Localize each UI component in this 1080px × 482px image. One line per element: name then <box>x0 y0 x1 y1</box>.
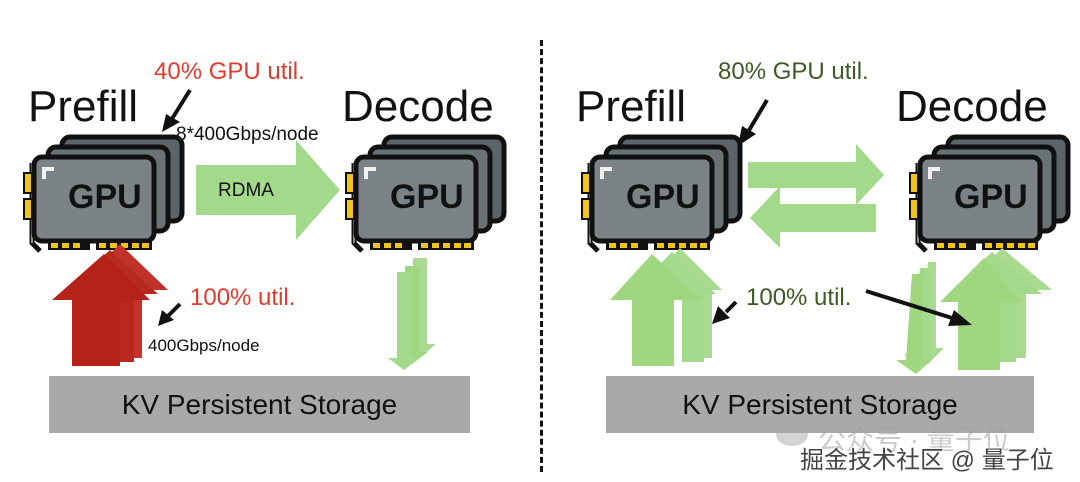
left-storage-bandwidth-label: 400Gbps/node <box>148 336 260 355</box>
panel-divider <box>540 40 543 472</box>
left-storage-read-arrows <box>52 244 168 366</box>
rdma-arrow <box>196 140 340 240</box>
watermark-line1: 公众号 · 量子位 <box>818 424 1011 455</box>
left-decode-title: Decode <box>342 82 494 131</box>
left-gpu-util-pointer <box>162 88 192 132</box>
right-prefill-read-arrows <box>610 248 722 366</box>
right-storage-util-label: 100% util. <box>746 284 852 311</box>
prefill-to-decode-arrow <box>748 144 884 205</box>
right-decode-write-arrows <box>896 262 944 374</box>
right-prefill-storage-util-pointer <box>712 300 738 324</box>
wechat-icon <box>776 424 808 446</box>
left-storage-util-label: 100% util. <box>190 284 296 311</box>
left-decode-gpu-label: GPU <box>390 178 464 216</box>
watermark-line2: 掘金技术社区 @ 量子位 <box>800 447 1054 474</box>
left-kv-storage-box: KV Persistent Storage <box>49 376 470 433</box>
right-gpu-util-pointer <box>738 98 769 146</box>
rdma-label: RDMA <box>218 180 274 201</box>
right-prefill-gpu-label: GPU <box>626 178 700 216</box>
left-storage-util-pointer <box>158 302 182 326</box>
left-link-bandwidth-label: 8*400Gbps/node <box>176 124 319 145</box>
right-decode-read-arrows <box>940 248 1052 370</box>
right-kv-storage-box: KV Persistent Storage <box>606 376 1034 433</box>
left-storage-write-arrows <box>388 258 436 370</box>
right-gpu-util-label: 80% GPU util. <box>718 58 869 85</box>
right-decode-gpu-label: GPU <box>954 178 1028 216</box>
left-gpu-util-label: 40% GPU util. <box>154 58 305 85</box>
right-prefill-title: Prefill <box>576 82 687 131</box>
right-decode-title: Decode <box>896 82 1048 131</box>
right-decode-storage-util-pointer <box>865 289 972 326</box>
left-prefill-gpu-label: GPU <box>68 178 142 216</box>
decode-to-prefill-arrow <box>750 186 876 248</box>
left-kv-storage-label: KV Persistent Storage <box>121 388 398 420</box>
right-kv-storage-label: KV Persistent Storage <box>682 388 958 420</box>
left-prefill-title: Prefill <box>28 82 139 131</box>
